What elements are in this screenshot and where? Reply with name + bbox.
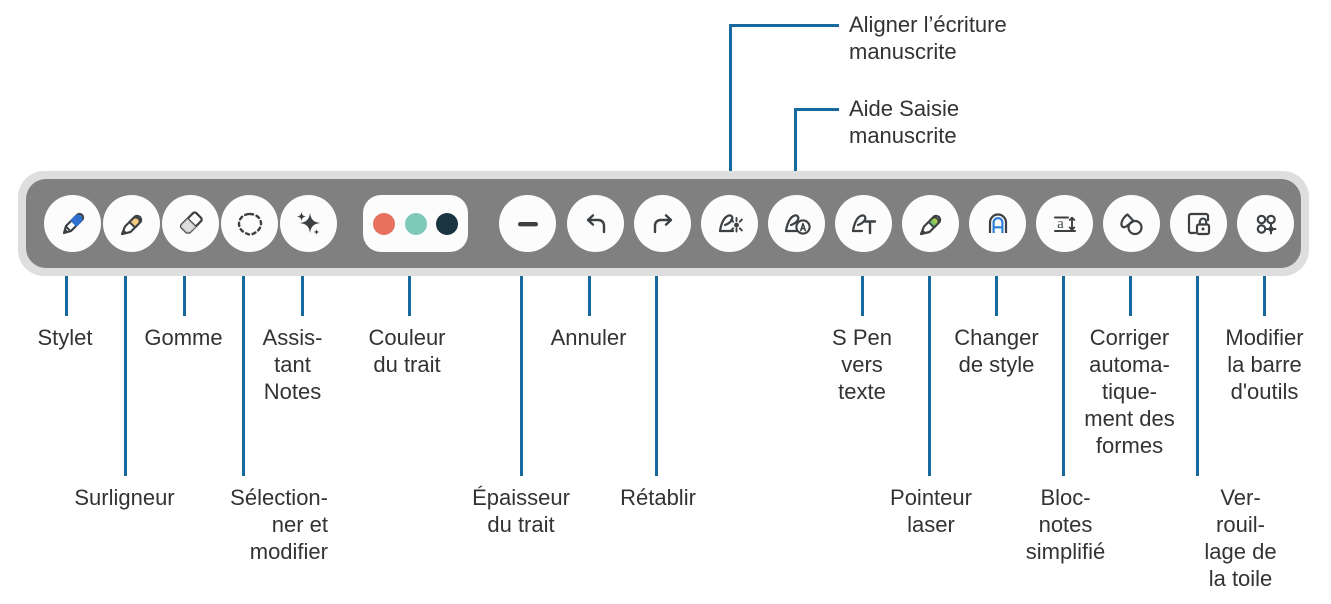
toolbar-button-laser-pointer[interactable]	[902, 195, 959, 252]
label-pen: Stylet	[37, 325, 93, 350]
redo-arrow-icon	[646, 207, 680, 241]
leader-line-lasso-select	[242, 272, 245, 476]
toolbar-button-canvas-lock[interactable]	[1170, 195, 1227, 252]
stroke-thickness-icon	[511, 207, 545, 241]
leader-line-straighten-handwriting-horizontal	[729, 24, 839, 27]
label-stroke-thickness: Épaisseur du trait	[472, 485, 570, 537]
label-edit-toolbar: Modifier la barre d'outils	[1225, 325, 1304, 404]
color-swatch-navy[interactable]	[436, 212, 459, 235]
leader-line-handwriting-assist-vertical	[794, 108, 797, 174]
leader-line-laser-pointer	[928, 272, 931, 476]
toolbar-button-lasso-select[interactable]	[221, 195, 278, 252]
toolbar-button-spen-to-text[interactable]	[835, 195, 892, 252]
label-stroke-color: Couleur du trait	[368, 325, 446, 377]
canvas-lock-icon	[1182, 207, 1216, 241]
auto-shape-correct-icon	[1115, 207, 1149, 241]
label-redo: Rétablir	[620, 485, 696, 510]
toolbar-button-redo[interactable]	[634, 195, 691, 252]
toolbar-button-notes-assistant[interactable]	[280, 195, 337, 252]
label-lasso-select: Sélection- ner et modifier	[230, 485, 328, 564]
straighten-handwriting-icon	[713, 207, 747, 241]
toolbar-button-eraser[interactable]	[162, 195, 219, 252]
toolbar-button-pen[interactable]	[44, 195, 101, 252]
notes-assistant-sparkle-icon	[292, 207, 326, 241]
laser-pointer-icon	[914, 207, 948, 241]
leader-line-canvas-lock	[1196, 272, 1199, 476]
leader-line-highlighter	[124, 272, 127, 476]
change-style-icon	[981, 207, 1015, 241]
lasso-select-icon	[233, 207, 267, 241]
leader-line-pen	[65, 272, 68, 316]
handwriting-assist-icon	[780, 207, 814, 241]
label-change-style: Changer de style	[954, 325, 1039, 377]
label-canvas-lock: Ver- rouil- lage de la toile	[1204, 485, 1277, 591]
leader-line-straighten-handwriting-vertical	[729, 24, 732, 174]
spen-toolbar-inner: a	[26, 179, 1301, 268]
leader-line-handwriting-assist-horizontal	[794, 108, 839, 111]
label-highlighter: Surligneur	[74, 485, 175, 510]
toolbar-button-auto-shape-correct[interactable]	[1103, 195, 1160, 252]
label-eraser: Gomme	[144, 325, 223, 350]
label-handwriting-assist: Aide Saisie manuscrite	[849, 96, 960, 148]
toolbar-button-change-style[interactable]	[969, 195, 1026, 252]
label-undo: Annuler	[550, 325, 627, 350]
leader-line-auto-shape	[1129, 272, 1132, 316]
leader-line-change-style	[995, 272, 998, 316]
color-swatch-mint[interactable]	[404, 212, 427, 235]
spen-toolbar: a	[18, 171, 1309, 276]
leader-line-stroke-thickness	[520, 272, 523, 476]
pen-icon	[56, 207, 90, 241]
highlighter-icon	[115, 207, 149, 241]
simple-notepad-icon: a	[1048, 207, 1082, 241]
toolbar-button-undo[interactable]	[567, 195, 624, 252]
toolbar-button-edit-toolbar[interactable]	[1237, 195, 1294, 252]
color-swatch-coral[interactable]	[372, 212, 395, 235]
leader-line-simple-notepad	[1062, 272, 1065, 476]
leader-line-eraser	[183, 272, 186, 316]
leader-line-undo	[588, 272, 591, 316]
edit-toolbar-icon	[1249, 207, 1283, 241]
leader-line-edit-toolbar	[1263, 272, 1266, 316]
toolbar-button-handwriting-assist[interactable]	[768, 195, 825, 252]
leader-line-redo	[655, 272, 658, 476]
label-laser-pointer: Pointeur laser	[890, 485, 972, 537]
toolbar-button-straighten-handwriting[interactable]	[701, 195, 758, 252]
undo-arrow-icon	[579, 207, 613, 241]
label-simple-notepad: Bloc- notes simplifié	[1025, 485, 1106, 564]
toolbar-stroke-color-swatches[interactable]	[363, 195, 468, 252]
label-straighten-handwriting: Aligner l’écriture manuscrite	[849, 12, 1007, 64]
eraser-icon	[174, 207, 208, 241]
toolbar-button-simple-notepad[interactable]: a	[1036, 195, 1093, 252]
toolbar-button-highlighter[interactable]	[103, 195, 160, 252]
svg-text:a: a	[1057, 216, 1064, 232]
leader-line-spen-to-text	[861, 272, 864, 316]
label-notes-assistant: Assis- tant Notes	[262, 325, 323, 404]
label-auto-shape-correct: Corriger automa- tique- ment des formes	[1084, 325, 1175, 458]
leader-line-stroke-color	[408, 272, 411, 316]
spen-to-text-icon	[847, 207, 881, 241]
label-spen-to-text: S Pen vers texte	[832, 325, 892, 404]
leader-line-notes-assistant	[301, 272, 304, 316]
toolbar-button-stroke-thickness[interactable]	[499, 195, 556, 252]
